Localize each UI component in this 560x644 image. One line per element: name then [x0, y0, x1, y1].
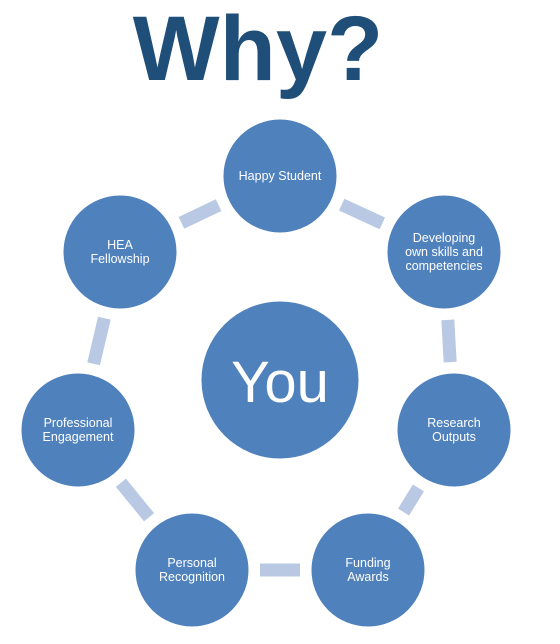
node-circle	[220, 116, 340, 236]
node-happy-student: Happy Student	[220, 116, 340, 236]
node-label-line: Developing	[413, 231, 476, 245]
node-label-line: Happy Student	[239, 169, 322, 183]
center-label: You	[231, 350, 329, 415]
connector-personal-recognition	[115, 478, 155, 522]
node-circle	[18, 370, 138, 490]
connector-happy-student	[338, 198, 386, 230]
node-label-line: competencies	[405, 259, 482, 273]
node-label-line: Funding	[345, 556, 390, 570]
node-label-line: Awards	[347, 570, 388, 584]
node-label-line: Outputs	[432, 430, 476, 444]
node-label-line: Research	[427, 416, 481, 430]
node-label-line: HEA	[107, 238, 133, 252]
node-circle	[308, 510, 428, 630]
page-title: Why?	[133, 0, 383, 100]
node-label-line: Professional	[44, 416, 113, 430]
node-circle	[384, 192, 504, 312]
node-label-line: Engagement	[43, 430, 114, 444]
connector-professional-engagement	[87, 316, 111, 366]
center-circle	[198, 298, 362, 462]
node-label-line: Fellowship	[90, 252, 149, 266]
cycle-connectors	[87, 198, 457, 577]
node-label: Happy Student	[239, 169, 322, 183]
node-circle	[132, 510, 252, 630]
node-circle	[60, 192, 180, 312]
connector-developing-skills	[441, 319, 457, 363]
node-circle	[394, 370, 514, 490]
node-label-line: own skills and	[405, 245, 483, 259]
connector-research-outputs	[398, 484, 424, 516]
connector-hea-fellowship	[178, 199, 222, 229]
node-label-line: Recognition	[159, 570, 225, 584]
center-node: You	[198, 298, 362, 462]
node-label-line: Personal	[167, 556, 216, 570]
